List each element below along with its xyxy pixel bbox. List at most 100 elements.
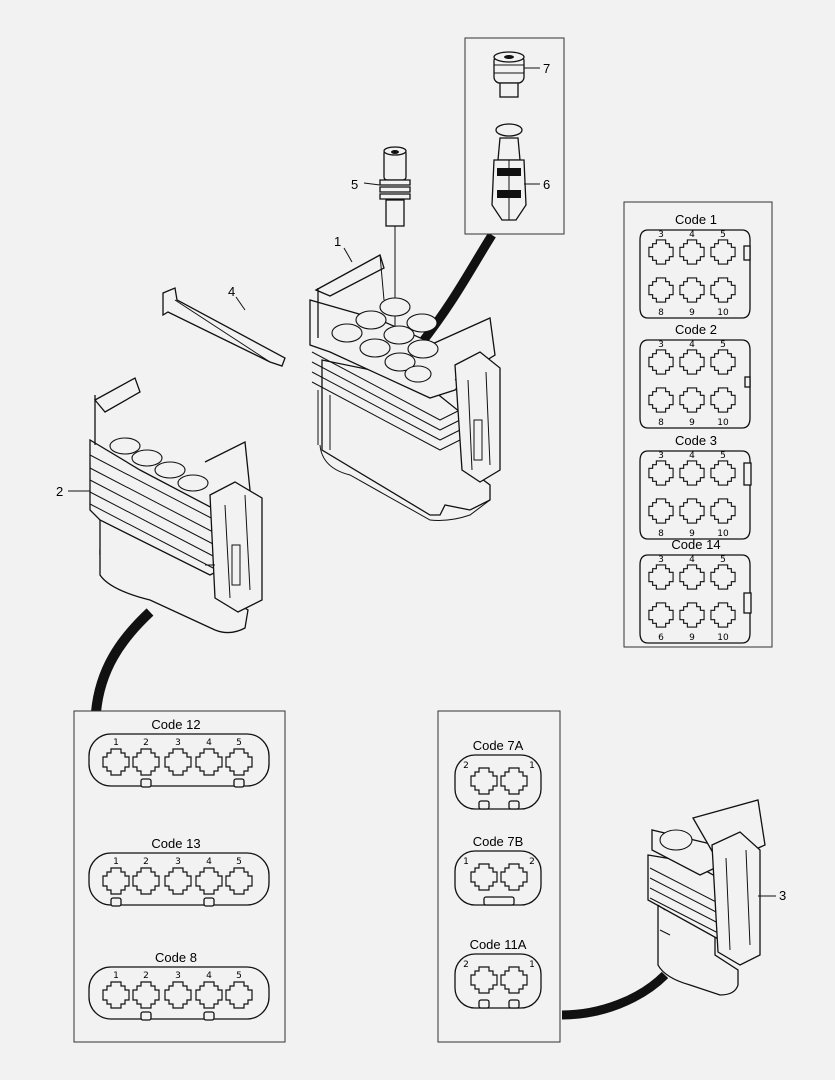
pin-number: 4 [206, 738, 212, 748]
polarization-key-icon [140, 778, 152, 788]
pin-number: 5 [720, 451, 726, 461]
cavity-icon [648, 498, 674, 524]
code-title: Code 2 [675, 322, 717, 337]
part-7-seal [493, 51, 525, 98]
callout-5: 5 [351, 177, 358, 192]
pin-number: 10 [717, 633, 729, 643]
cavity-icon [679, 387, 705, 413]
part-3-connector [647, 799, 766, 996]
cavity-icon [648, 387, 674, 413]
cavity-icon [710, 602, 736, 628]
pin-number: 5 [236, 971, 242, 981]
pin-number: 5 [236, 857, 242, 867]
cavity-icon [648, 460, 674, 486]
cavity-icon [710, 277, 736, 303]
leader-curve-bottom [561, 971, 669, 1020]
cavity-icon [164, 981, 192, 1009]
pin-number: 3 [658, 230, 664, 240]
pin-number: 1 [463, 857, 469, 867]
cavity-icon [679, 277, 705, 303]
cavity-icon [648, 564, 674, 590]
pin-number: 1 [113, 971, 119, 981]
pin-number: 3 [658, 451, 664, 461]
code-title: Code 1 [675, 212, 717, 227]
polarization-key-icon [478, 999, 490, 1009]
pin-number: 2 [143, 857, 149, 867]
pin-number: 8 [658, 308, 664, 318]
pin-number: 5 [720, 340, 726, 350]
polarization-key-icon [743, 245, 751, 261]
cavity-icon [132, 867, 160, 895]
cavity-icon [102, 867, 130, 895]
cavity-icon [679, 239, 705, 265]
part-2-connector [89, 377, 263, 634]
polarization-key-icon [203, 897, 215, 907]
pin-number: 4 [689, 555, 695, 565]
pin-number: 1 [113, 738, 119, 748]
polarization-key-icon [744, 376, 751, 388]
pin-number: 4 [689, 340, 695, 350]
pin-number: 3 [175, 738, 181, 748]
cavity-icon [710, 498, 736, 524]
pin-number: 10 [717, 418, 729, 428]
cavity-icon [679, 498, 705, 524]
cavity-icon [710, 239, 736, 265]
code-title: Code 7A [473, 738, 524, 753]
polarization-key-icon [110, 897, 122, 907]
cavity-icon [679, 349, 705, 375]
pin-number: 3 [175, 971, 181, 981]
code-title: Code 13 [151, 836, 200, 851]
polarization-key-icon [508, 800, 520, 810]
cavity-icon [225, 748, 253, 776]
code-title: Code 14 [671, 537, 720, 552]
pin-number: 2 [143, 738, 149, 748]
callout-4: 4 [228, 284, 235, 299]
code-title: Code 12 [151, 717, 200, 732]
pin-number: 3 [658, 340, 664, 350]
pin-number: 10 [717, 308, 729, 318]
cavity-icon [195, 981, 223, 1009]
pin-number: 4 [206, 971, 212, 981]
callout-7: 7 [543, 61, 550, 76]
pin-number: 5 [236, 738, 242, 748]
cavity-icon [500, 966, 528, 994]
cavity-icon [470, 863, 498, 891]
pin-number: 9 [689, 633, 695, 643]
part-5-seal [379, 146, 411, 330]
part-1-connector [309, 254, 501, 521]
cavity-icon [710, 349, 736, 375]
code-title: Code 7B [473, 834, 524, 849]
cavity-icon [102, 981, 130, 1009]
cavity-icon [710, 460, 736, 486]
polarization-key-icon [743, 462, 752, 486]
callout-2: 2 [56, 484, 63, 499]
polarization-key-icon [140, 1011, 152, 1021]
cavity-icon [132, 981, 160, 1009]
pin-number: 1 [529, 761, 535, 771]
pin-number: 8 [658, 418, 664, 428]
cavity-icon [132, 748, 160, 776]
cavity-icon [648, 239, 674, 265]
cavity-icon [500, 863, 528, 891]
cavity-icon [710, 387, 736, 413]
part-6-terminal [491, 123, 527, 221]
callout-1: 1 [334, 234, 341, 249]
cavity-icon [679, 460, 705, 486]
pin-number: 5 [720, 230, 726, 240]
pin-number: 3 [658, 555, 664, 565]
pin-number: 8 [658, 529, 664, 539]
cavity-icon [225, 867, 253, 895]
cavity-icon [679, 564, 705, 590]
code-title: Code 11A [470, 937, 527, 952]
cavity-icon [164, 867, 192, 895]
cavity-icon [648, 277, 674, 303]
code-title: Code 8 [155, 950, 197, 965]
cavity-icon [500, 767, 528, 795]
pin-number: 5 [720, 555, 726, 565]
